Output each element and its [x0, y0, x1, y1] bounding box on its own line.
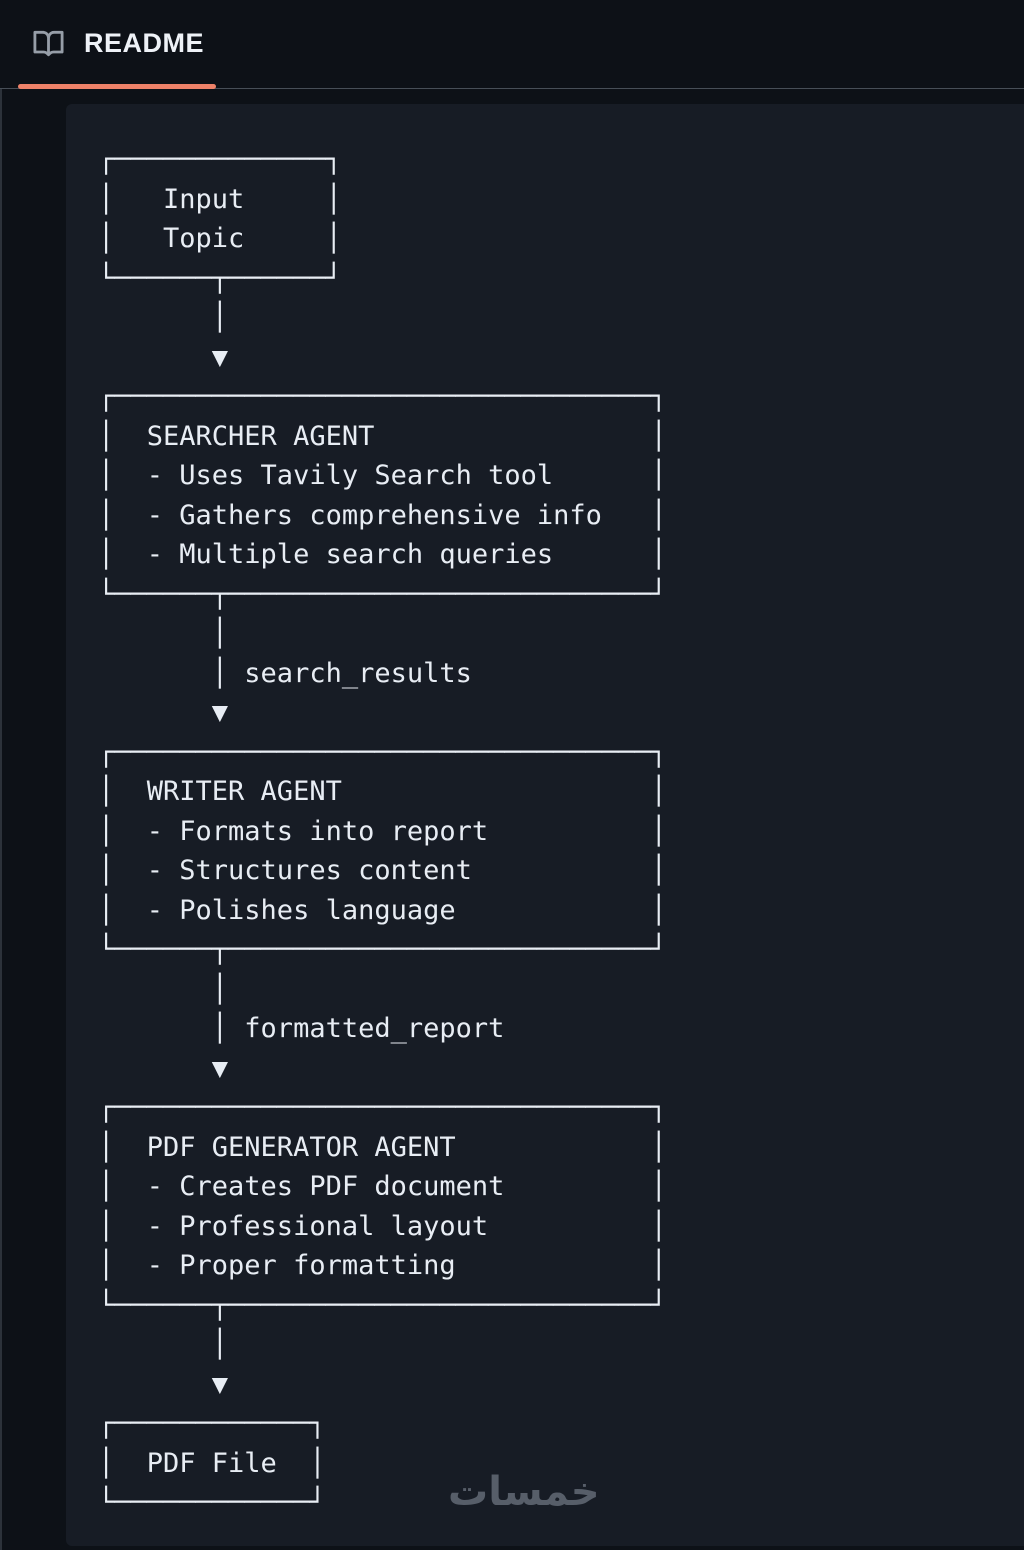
book-icon: [33, 30, 64, 57]
readme-content-panel: ┌─────────────┐ │ Input │ │ Topic │ └───…: [66, 104, 1024, 1546]
window-left-edge: [0, 0, 2, 1550]
readme-header: README: [0, 0, 1024, 89]
active-tab-underline: [18, 84, 216, 89]
khamsat-watermark: خمسات: [448, 1469, 600, 1515]
ascii-flow-diagram: ┌─────────────┐ │ Input │ │ Topic │ └───…: [98, 144, 667, 1518]
readme-tab-label: README: [84, 27, 205, 58]
tab-readme[interactable]: README: [33, 0, 204, 88]
